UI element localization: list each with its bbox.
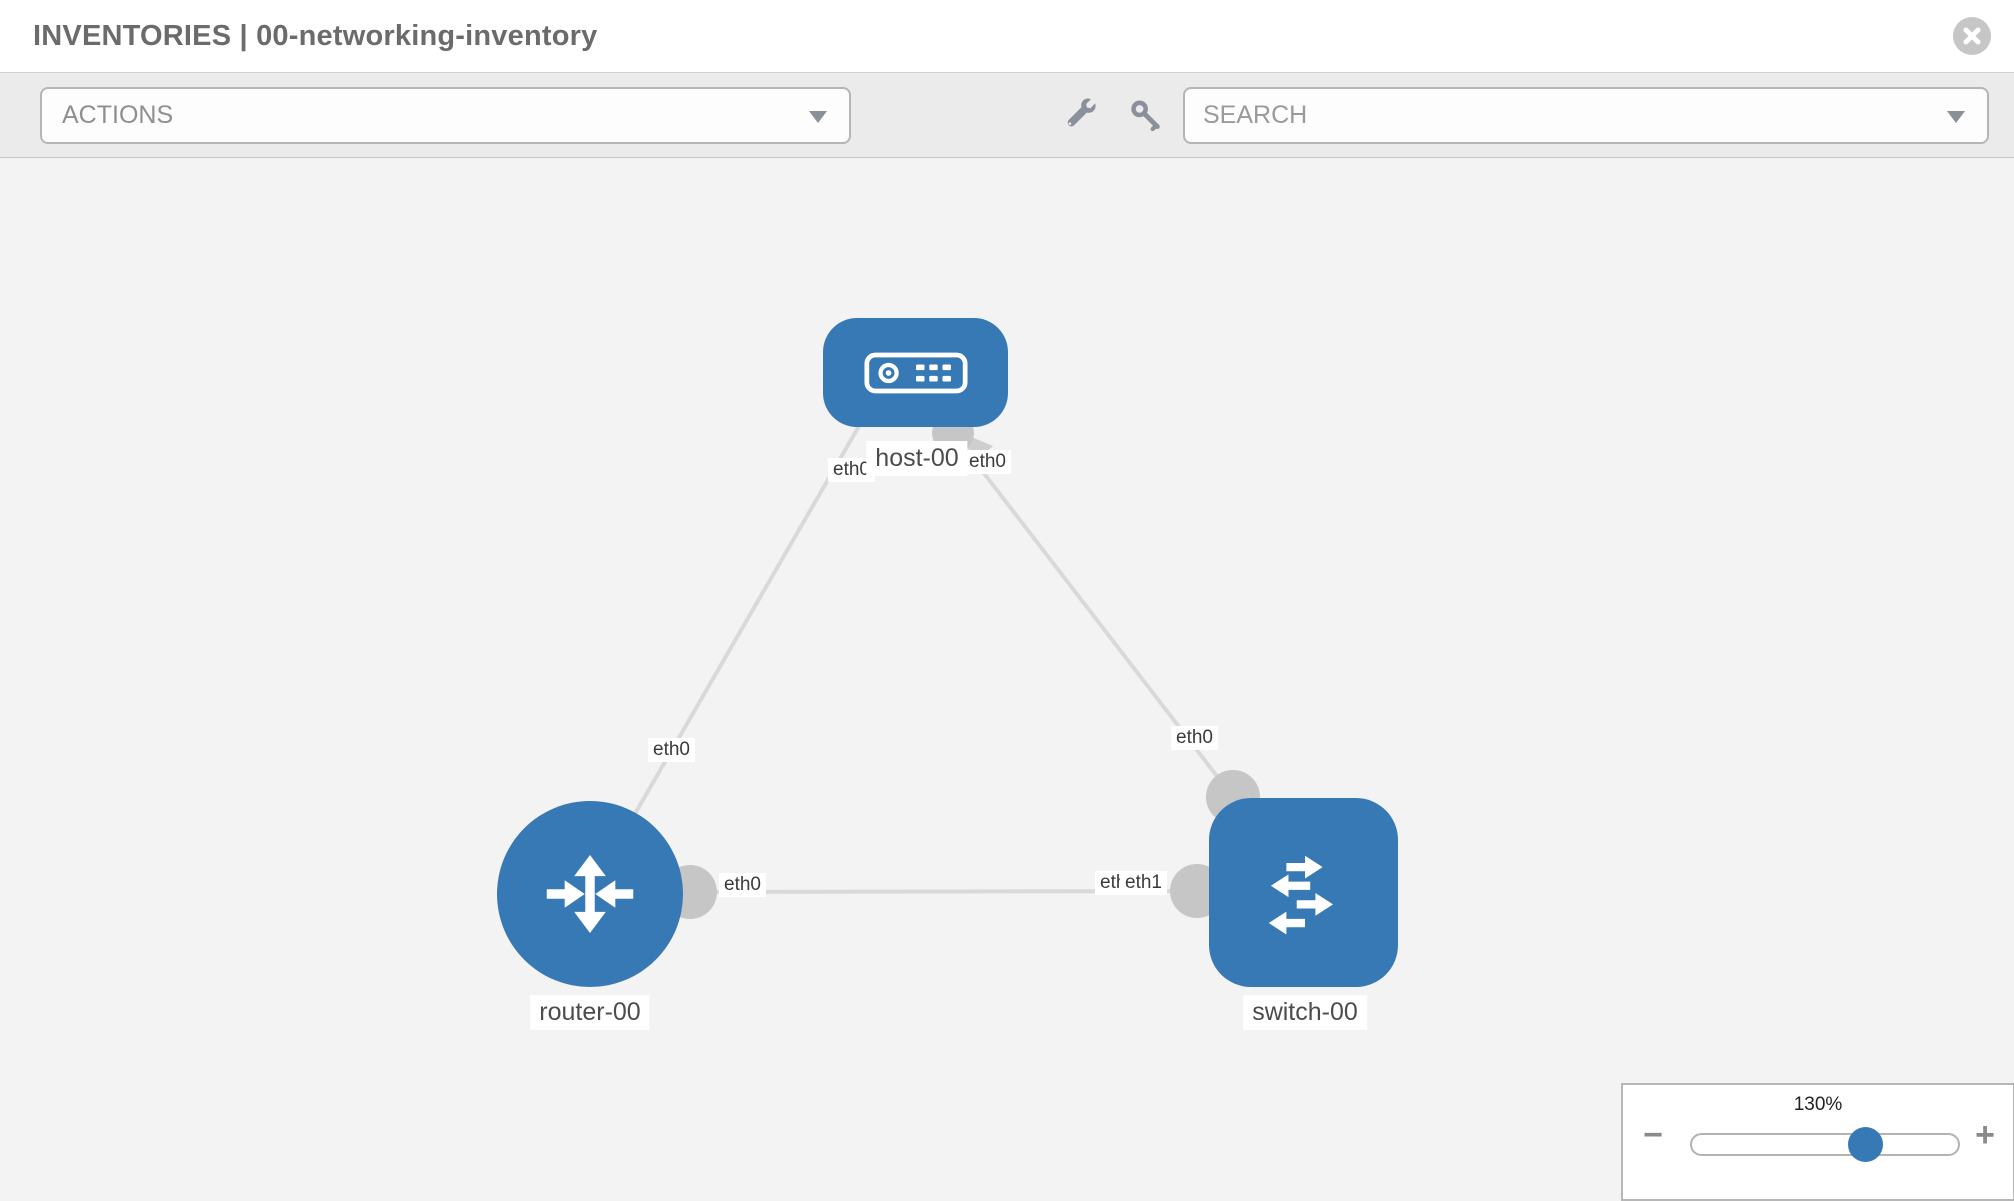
page-title: INVENTORIES | 00-networking-inventory xyxy=(33,20,598,52)
wrench-button[interactable] xyxy=(1058,95,1102,137)
zoom-slider-knob[interactable] xyxy=(1848,1127,1883,1162)
node-router[interactable] xyxy=(497,801,683,987)
topology-links xyxy=(608,405,1260,919)
wrench-icon xyxy=(1062,98,1098,134)
node-host[interactable] xyxy=(823,318,1008,427)
key-button[interactable] xyxy=(1124,95,1168,137)
chevron-down-icon xyxy=(1947,111,1965,123)
switch-arrows-icon xyxy=(1247,836,1361,950)
node-label-switch: switch-00 xyxy=(1243,995,1367,1030)
router-arrows-icon xyxy=(532,836,648,952)
interface-label-router-to-host: eth0 xyxy=(648,738,695,762)
interface-label-router-to-switch: eth0 xyxy=(719,873,766,897)
search-input[interactable] xyxy=(1185,89,1987,142)
interface-label-host-to-switch: eth0 xyxy=(964,450,1011,474)
close-icon xyxy=(1962,26,1982,46)
node-label-host: host-00 xyxy=(866,441,968,476)
topology-canvas[interactable]: host-00 router-00 switch-00 eth0 eth0 et… xyxy=(0,158,2014,1201)
interface-label-switch-to-router: eth1 xyxy=(1120,871,1167,895)
actions-dropdown[interactable]: ACTIONS xyxy=(40,87,851,144)
header-bar: INVENTORIES | 00-networking-inventory xyxy=(0,0,2014,72)
search-combobox xyxy=(1183,87,1989,144)
actions-dropdown-label: ACTIONS xyxy=(62,101,174,129)
chevron-down-icon xyxy=(809,111,827,123)
link-host-router[interactable] xyxy=(608,405,872,859)
server-icon xyxy=(863,352,968,394)
node-label-router: router-00 xyxy=(530,995,650,1030)
zoom-slider-track[interactable] xyxy=(1690,1127,1960,1162)
interface-label-switch-to-host: eth0 xyxy=(1171,726,1218,750)
close-button[interactable] xyxy=(1953,17,1991,55)
zoom-value: 130% xyxy=(1793,1094,1843,1115)
node-switch[interactable] xyxy=(1209,798,1398,987)
key-icon xyxy=(1129,99,1163,133)
toolbar: ACTIONS xyxy=(0,72,2014,158)
zoom-panel: 130% − + xyxy=(1621,1083,2014,1201)
zoom-in-button[interactable]: + xyxy=(1975,1116,1995,1154)
zoom-out-button[interactable]: − xyxy=(1643,1116,1663,1154)
